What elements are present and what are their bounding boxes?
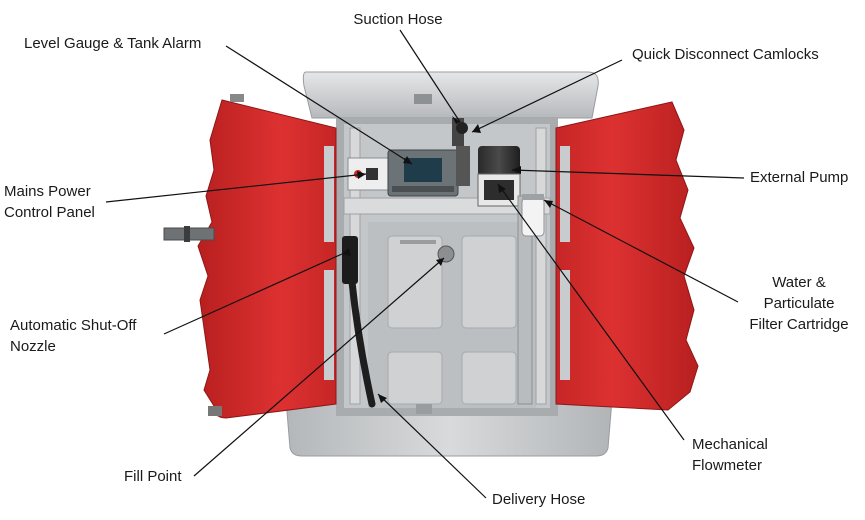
label-nozzle-line2: Nozzle: [10, 338, 56, 355]
label-mains-power-line2: Control Panel: [4, 204, 95, 221]
external-pump-unit: [477, 146, 521, 207]
arrowhead-external-pump: [512, 166, 521, 174]
arrowhead-level-gauge: [403, 156, 412, 164]
right-door: [555, 101, 699, 411]
leader-camlocks: [471, 59, 623, 133]
leader-filter: [543, 199, 739, 303]
leader-mains-power: [105, 173, 367, 203]
label-flowmeter-line1: Mechanical: [692, 436, 768, 453]
leader-external-pump: [511, 169, 745, 179]
fill-pipe: [163, 226, 215, 242]
leader-nozzle: [163, 253, 343, 335]
suction-camlocks: [452, 118, 470, 186]
arrowhead-filter: [544, 200, 553, 208]
label-filter-line1: Water &: [772, 274, 826, 291]
label-camlocks: Quick Disconnect Camlocks: [632, 46, 819, 63]
leader-arrowheads: [342, 116, 553, 403]
label-filter-cartridge: Water & Particulate Filter Cartridge: [734, 272, 864, 335]
arrowhead-suction: [452, 116, 460, 124]
label-delivery-hose: Delivery Hose: [492, 491, 586, 508]
arrowhead-fill-point: [436, 258, 444, 266]
arrowhead-delivery-hose: [378, 394, 387, 403]
label-mains-power-line1: Mains Power: [4, 183, 91, 200]
nozzle-and-hose: [342, 236, 376, 408]
label-filter-line2: Particulate: [763, 295, 835, 312]
leader-delivery-hose: [377, 393, 487, 499]
arrowhead-mains-power: [357, 171, 366, 179]
label-suction-hose: Suction Hose: [353, 11, 443, 28]
filter-cartridge-unit: [521, 194, 545, 237]
label-filter-line3: Filter Cartridge: [749, 316, 849, 333]
left-door: [197, 94, 337, 419]
leader-flowmeter: [497, 183, 685, 441]
leader-level-gauge: [225, 45, 413, 165]
arrowhead-flowmeter: [498, 184, 506, 193]
label-mains-power: Mains Power Control Panel: [4, 181, 95, 223]
leader-suction-hose: [399, 29, 461, 123]
label-fill-point: Fill Point: [124, 468, 182, 485]
leader-lines: [105, 29, 745, 499]
label-external-pump: External Pump: [750, 169, 849, 186]
arrowhead-nozzle: [342, 248, 351, 256]
label-nozzle: Automatic Shut-Off Nozzle: [10, 315, 136, 357]
label-flowmeter: Mechanical Flowmeter: [692, 434, 768, 476]
leader-fill-point: [193, 257, 445, 477]
fill-point-fitting: [400, 240, 455, 414]
level-gauge-unit: [387, 149, 459, 197]
label-flowmeter-line2: Flowmeter: [692, 457, 763, 474]
control-panel-box: [347, 157, 389, 191]
label-level-gauge: Level Gauge & Tank Alarm: [24, 35, 202, 52]
arrowhead-camlocks: [472, 124, 481, 133]
tank-lid: [302, 71, 599, 119]
label-nozzle-line1: Automatic Shut-Off: [10, 317, 137, 334]
